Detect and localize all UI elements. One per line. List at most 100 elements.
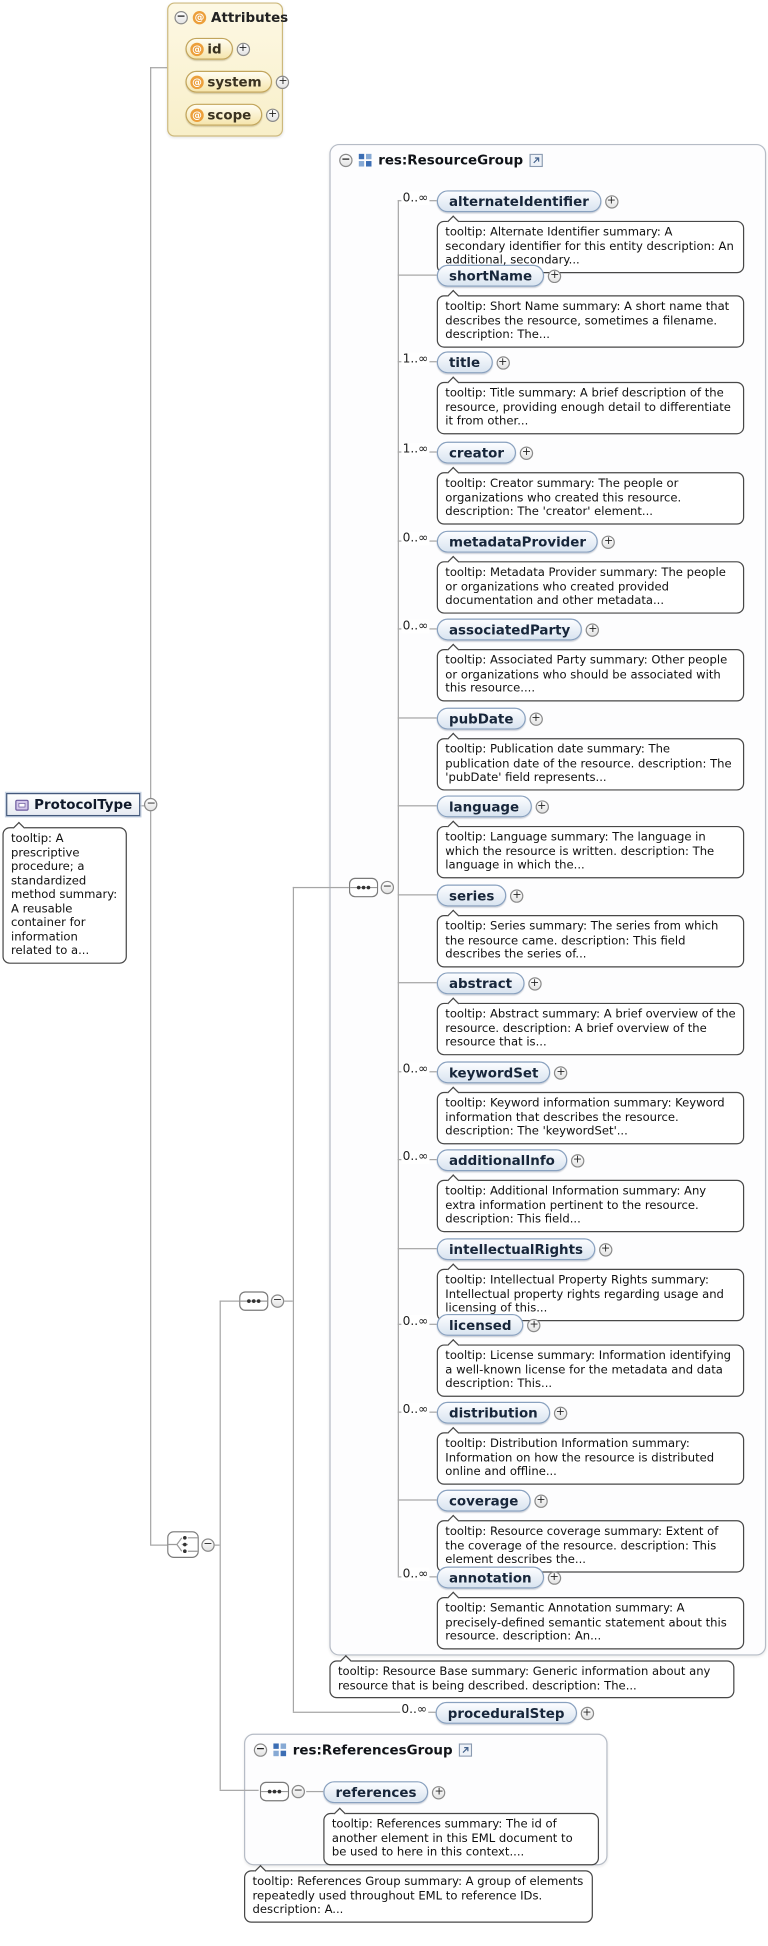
complex-type-icon bbox=[15, 799, 29, 811]
expand-icon[interactable]: + bbox=[554, 1065, 568, 1080]
tooltip-box: tooltip: Intellectual Property Rights su… bbox=[436, 1268, 745, 1321]
element-coverage[interactable]: coverage bbox=[436, 1489, 531, 1512]
element-annotation[interactable]: annotation bbox=[436, 1566, 544, 1589]
collapse-icon[interactable]: − bbox=[270, 1294, 285, 1308]
attribute-scope[interactable]: @scope bbox=[185, 103, 263, 126]
element-metadataProvider[interactable]: metadataProvider bbox=[436, 530, 599, 553]
protocoltype-node[interactable]: ProtocolType bbox=[6, 793, 141, 817]
collapse-icon[interactable]: − bbox=[380, 880, 395, 895]
tooltip-box: tooltip: Publication date summary: The p… bbox=[436, 738, 745, 790]
attribute-icon: @ bbox=[192, 10, 207, 25]
collapse-icon[interactable]: − bbox=[339, 153, 353, 168]
attribute-system[interactable]: @system bbox=[185, 70, 273, 93]
connector-line bbox=[397, 1248, 437, 1250]
attribute-row: @scope + bbox=[185, 103, 280, 126]
connector-line bbox=[150, 1544, 168, 1546]
root-label: ProtocolType bbox=[34, 796, 133, 813]
attribute-id[interactable]: @id bbox=[185, 37, 233, 60]
attribute-icon: @ bbox=[190, 75, 204, 89]
cardinality-label: 0..∞ bbox=[401, 531, 430, 546]
cardinality-label: 0..∞ bbox=[400, 1703, 429, 1717]
element-intellectualRights[interactable]: intellectualRights bbox=[436, 1238, 596, 1261]
expand-icon[interactable]: + bbox=[265, 107, 280, 122]
element-series[interactable]: series bbox=[436, 884, 507, 907]
expand-icon[interactable]: + bbox=[527, 1318, 541, 1332]
element-row: 1..∞ creator+ tooltip: Creator summary: … bbox=[397, 441, 745, 524]
connector-line bbox=[397, 982, 437, 984]
element-row: language+ tooltip: Language summary: The… bbox=[397, 795, 745, 878]
collapse-icon[interactable]: − bbox=[144, 797, 158, 812]
collapse-icon[interactable]: − bbox=[253, 1743, 268, 1757]
collapse-icon[interactable]: − bbox=[174, 10, 188, 25]
element-language[interactable]: language bbox=[436, 795, 532, 818]
element-references[interactable]: references bbox=[323, 1781, 429, 1804]
tooltip-box: tooltip: References summary: The id of a… bbox=[323, 1812, 600, 1865]
connector-line bbox=[131, 805, 151, 807]
element-row: 0..∞ proceduralStep+ bbox=[397, 1701, 594, 1724]
sequence-connector-icon[interactable] bbox=[348, 877, 379, 898]
expand-icon[interactable]: + bbox=[276, 75, 290, 89]
expand-icon[interactable]: + bbox=[432, 1785, 446, 1799]
root-node: ProtocolType − bbox=[6, 793, 158, 817]
tooltip-box: tooltip: Title summary: A brief descript… bbox=[436, 381, 745, 434]
connector-line bbox=[219, 1300, 240, 1302]
element-row: pubDate+ tooltip: Publication date summa… bbox=[397, 707, 745, 790]
sequence-connector-icon[interactable] bbox=[259, 1781, 290, 1802]
expand-icon[interactable]: + bbox=[527, 976, 542, 991]
connector-line bbox=[397, 805, 437, 807]
expand-icon[interactable]: + bbox=[586, 622, 600, 637]
element-row: coverage+ tooltip: Resource coverage sum… bbox=[397, 1489, 745, 1572]
references-group-header: − res:ReferencesGroup bbox=[245, 1735, 606, 1766]
element-associatedParty[interactable]: associatedParty bbox=[436, 618, 583, 641]
tooltip-box: tooltip: Alternate Identifier summary: A… bbox=[436, 220, 745, 273]
expand-icon[interactable]: + bbox=[570, 1153, 585, 1167]
tooltip-box: tooltip: Metadata Provider summary: The … bbox=[436, 561, 745, 614]
attributes-panel-title: Attributes bbox=[211, 9, 289, 26]
open-group-icon[interactable] bbox=[529, 153, 543, 168]
element-distribution[interactable]: distribution bbox=[436, 1401, 550, 1424]
connector-line bbox=[292, 1711, 436, 1713]
element-title[interactable]: title bbox=[436, 351, 493, 374]
element-additionalInfo[interactable]: additionalInfo bbox=[436, 1149, 568, 1172]
sequence-connector-icon[interactable] bbox=[239, 1291, 269, 1312]
attribute-label: scope bbox=[207, 106, 252, 123]
expand-icon[interactable]: + bbox=[510, 888, 524, 903]
expand-icon[interactable]: + bbox=[495, 355, 510, 370]
element-proceduralStep[interactable]: proceduralStep bbox=[435, 1701, 577, 1724]
open-group-icon[interactable] bbox=[458, 1743, 473, 1757]
expand-icon[interactable]: + bbox=[236, 42, 250, 56]
expand-icon[interactable]: + bbox=[580, 1706, 594, 1720]
tooltip-box: tooltip: Series summary: The series from… bbox=[436, 915, 745, 967]
expand-icon[interactable]: + bbox=[553, 1406, 568, 1420]
references-group-box: − res:ReferencesGroup − references + too… bbox=[244, 1733, 608, 1866]
cardinality-label: 0..∞ bbox=[401, 1403, 430, 1417]
expand-icon[interactable]: + bbox=[604, 194, 619, 209]
element-shortName[interactable]: shortName bbox=[436, 264, 545, 287]
connector-line bbox=[397, 894, 437, 896]
group-icon bbox=[273, 1743, 287, 1757]
choice-connector-icon[interactable] bbox=[167, 1531, 199, 1558]
expand-icon[interactable]: + bbox=[534, 799, 549, 814]
tooltip-box: tooltip: Semantic Annotation summary: A … bbox=[436, 1596, 745, 1649]
expand-icon[interactable]: + bbox=[529, 711, 543, 726]
resource-group-header: − res:ResourceGroup bbox=[331, 145, 765, 176]
tooltip-box: tooltip: A prescriptive procedure; a sta… bbox=[2, 827, 127, 964]
tooltip-box: tooltip: Distribution Information summar… bbox=[436, 1432, 745, 1485]
expand-icon[interactable]: + bbox=[547, 269, 562, 283]
element-row: shortName+ tooltip: Short Name summary: … bbox=[397, 264, 745, 348]
element-creator[interactable]: creator bbox=[436, 441, 517, 464]
expand-icon[interactable]: + bbox=[601, 534, 616, 549]
element-keywordSet[interactable]: keywordSet bbox=[436, 1061, 551, 1084]
collapse-icon[interactable]: − bbox=[291, 1784, 305, 1799]
element-abstract[interactable]: abstract bbox=[436, 972, 525, 995]
element-licensed[interactable]: licensed bbox=[436, 1313, 524, 1336]
expand-icon[interactable]: + bbox=[519, 445, 534, 460]
element-row: 1..∞ title+ tooltip: Title summary: A br… bbox=[397, 351, 745, 434]
expand-icon[interactable]: + bbox=[534, 1493, 548, 1508]
expand-icon[interactable]: + bbox=[547, 1570, 561, 1585]
collapse-icon[interactable]: − bbox=[201, 1538, 215, 1552]
element-pubDate[interactable]: pubDate bbox=[436, 707, 526, 730]
expand-icon[interactable]: + bbox=[598, 1242, 613, 1256]
element-alternateIdentifier[interactable]: alternateIdentifier bbox=[436, 190, 602, 213]
attribute-label: id bbox=[207, 40, 222, 57]
